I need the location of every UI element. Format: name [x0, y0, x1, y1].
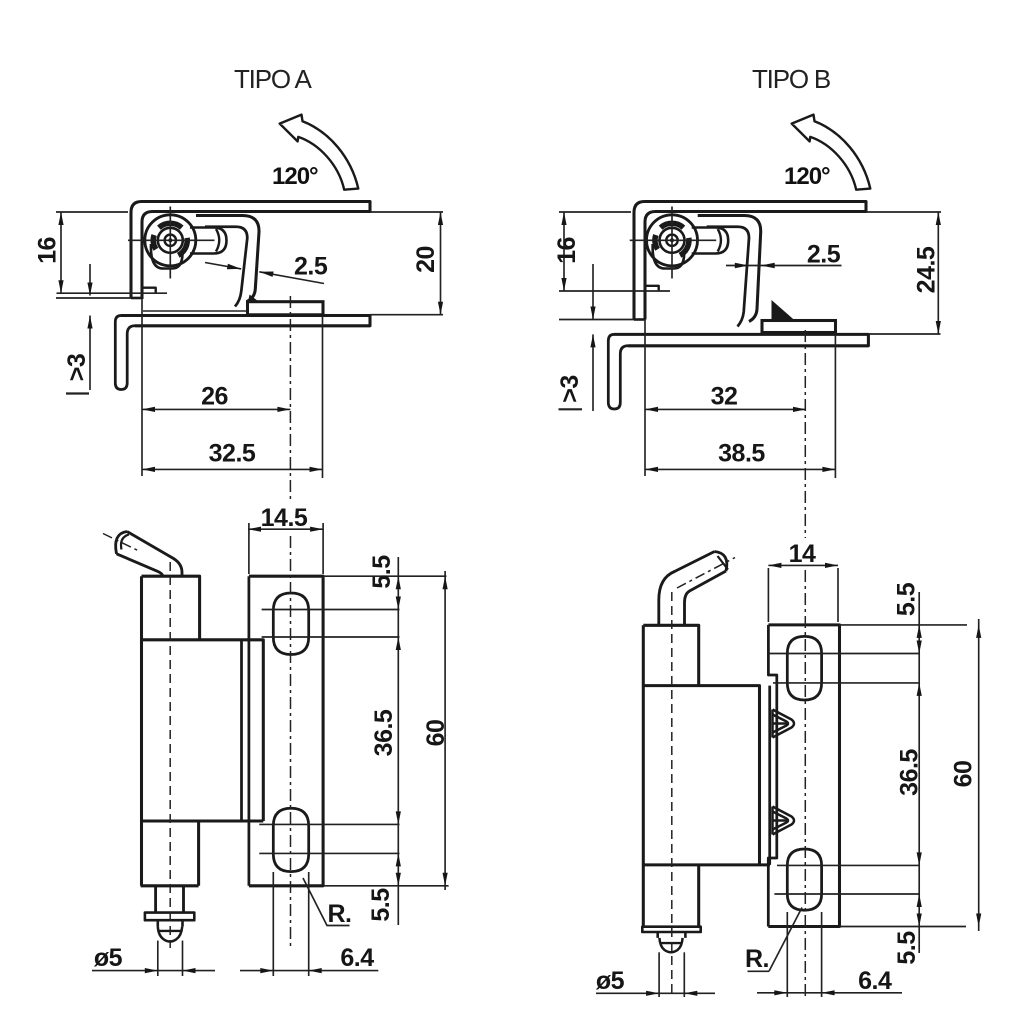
svg-text:14: 14	[789, 540, 816, 568]
svg-text:ø5: ø5	[94, 944, 123, 972]
svg-text:5.5: 5.5	[893, 582, 921, 616]
svg-text:36.5: 36.5	[896, 749, 924, 796]
svg-text:5.5: 5.5	[367, 888, 395, 922]
svg-text:R.: R.	[745, 945, 769, 973]
svg-text:24.5: 24.5	[912, 246, 940, 293]
svg-text:16: 16	[553, 237, 581, 264]
svg-text:120°: 120°	[272, 163, 318, 190]
svg-text:120°: 120°	[784, 163, 830, 190]
svg-text:60: 60	[422, 720, 450, 747]
svg-text:2.5: 2.5	[807, 241, 841, 269]
svg-text:26: 26	[201, 383, 228, 411]
svg-text:ø5: ø5	[596, 967, 625, 995]
svg-text:20: 20	[412, 246, 440, 273]
svg-text:6.4: 6.4	[340, 944, 374, 972]
svg-text:32: 32	[711, 383, 738, 411]
svg-text:36.5: 36.5	[370, 709, 398, 756]
svg-text:R.: R.	[328, 900, 352, 928]
svg-text:16: 16	[34, 237, 62, 264]
svg-text:38.5: 38.5	[718, 440, 765, 468]
svg-text:60: 60	[950, 761, 978, 788]
svg-text:5.5: 5.5	[893, 931, 921, 965]
svg-text:14.5: 14.5	[261, 504, 308, 532]
svg-text:32.5: 32.5	[209, 440, 256, 468]
svg-text:6.4: 6.4	[858, 967, 892, 995]
svg-text:>3: >3	[556, 375, 584, 403]
svg-text:5.5: 5.5	[368, 555, 396, 589]
svg-text:TIPO B: TIPO B	[752, 64, 830, 94]
svg-text:2.5: 2.5	[294, 253, 328, 281]
svg-text:>3: >3	[63, 354, 91, 382]
svg-text:TIPO A: TIPO A	[234, 64, 312, 94]
